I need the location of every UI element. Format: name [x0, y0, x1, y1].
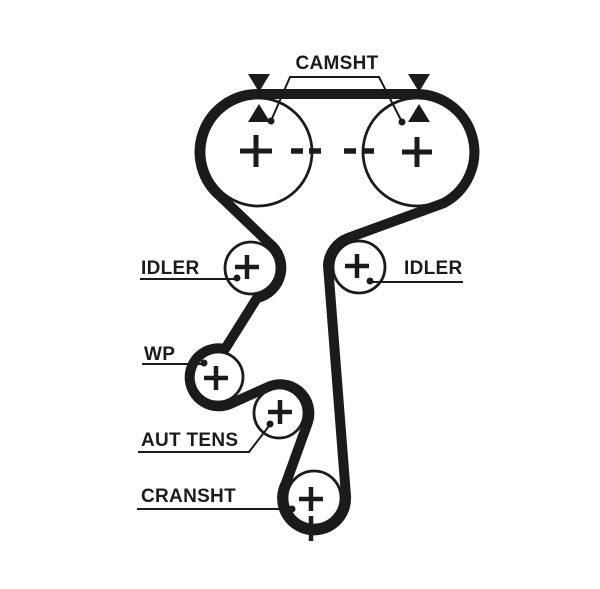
leader-dot — [398, 118, 406, 126]
plus-mark-icon — [345, 254, 369, 278]
water-pump-pulley — [191, 350, 245, 404]
timing-belt — [184, 88, 480, 536]
idler-left-pulley — [223, 240, 279, 296]
camshaft-right-pulley — [344, 96, 473, 208]
idler-left-label: IDLER — [141, 258, 200, 279]
tensioner-label: AUT TENS — [141, 430, 239, 451]
plus-mark-icon — [402, 137, 432, 167]
water-pump-label: WP — [144, 344, 176, 365]
timing-triangle-marks-left-icon — [248, 74, 270, 122]
tensioner-pulley — [252, 386, 306, 440]
crankshaft-label: CRANSHT — [141, 486, 236, 507]
leader-dot — [233, 274, 241, 282]
camshaft-leader-bracket — [267, 76, 406, 126]
leader-dot — [267, 117, 275, 125]
timing-triangle-marks-right-icon — [408, 74, 430, 122]
idler-left-leader — [140, 274, 241, 282]
crankshaft-pulley — [285, 469, 343, 541]
idler-right-pulley — [331, 239, 387, 295]
water-pump-leader — [142, 359, 208, 367]
leader-dot — [200, 359, 208, 367]
idler-right-label: IDLER — [404, 258, 463, 279]
plus-mark-icon — [268, 400, 292, 424]
plus-mark-icon — [235, 255, 259, 279]
plus-mark-icon — [299, 487, 323, 511]
camshaft-label: CAMSHT — [295, 53, 379, 74]
idler-right-leader — [366, 277, 463, 285]
tensioner-leader — [138, 420, 274, 453]
leader-dot — [366, 277, 374, 285]
leader-dot — [266, 420, 274, 428]
plus-mark-icon — [240, 135, 272, 167]
camshaft-left-pulley — [202, 96, 321, 208]
plus-mark-icon — [204, 366, 228, 390]
